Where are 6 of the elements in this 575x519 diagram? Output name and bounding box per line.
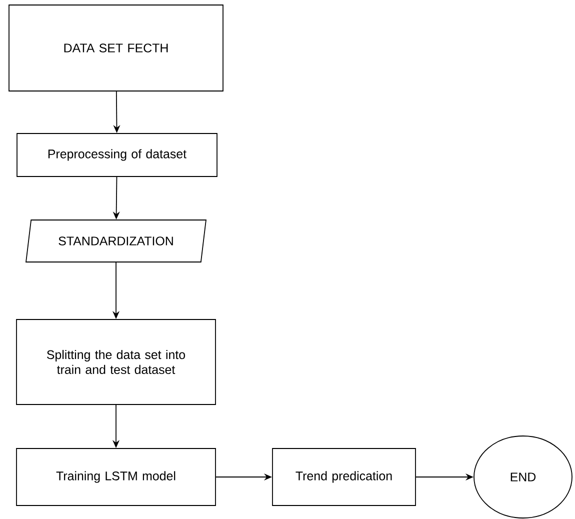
data-parallelogram: STANDARDIZATION (26, 220, 207, 262)
process-box: Training LSTM model (16, 448, 216, 506)
process-box: Preprocessing of dataset (16, 133, 218, 177)
process-box: Trend predication (272, 448, 416, 506)
process-box: Splitting the data set into train and test dataset (16, 319, 216, 405)
process-box: DATA SET FECTH (8, 4, 224, 92)
